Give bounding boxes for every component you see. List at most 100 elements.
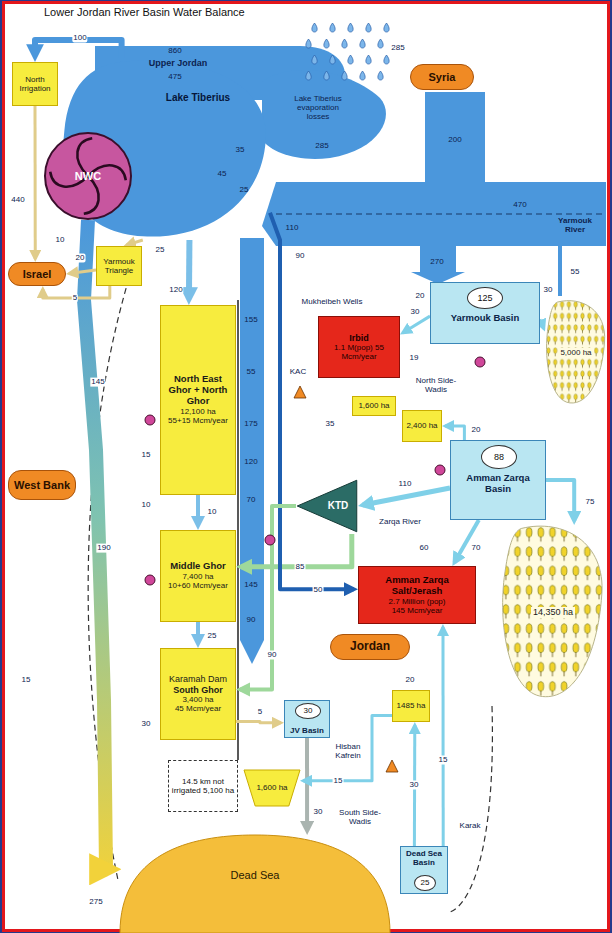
flow-arrow (196, 495, 200, 526)
flow-value: 15 (21, 676, 32, 685)
flow-value: 55 (246, 368, 257, 377)
flow-value: 35 (325, 420, 336, 429)
flow-value: 20 (415, 292, 426, 301)
flow-value: 145 (90, 378, 105, 387)
dead-sea: Dead Sea (120, 835, 390, 933)
basin-boundary (276, 213, 606, 214)
basin-box: Dead Sea Basin25 (400, 846, 448, 894)
flow-value: 45 (217, 170, 228, 179)
border-line (237, 300, 239, 760)
flow-value: 35 (235, 146, 246, 155)
flow-value: 120 (168, 286, 183, 295)
water-drop (330, 23, 335, 32)
place-label: Upper Jordan (148, 59, 209, 69)
flow-value: 275 (88, 898, 103, 907)
node-detail: 10+60 Mcm/year (168, 581, 228, 590)
kac-channel (240, 238, 264, 664)
flow-value: 10 (55, 236, 66, 245)
flow-value: 60 (419, 544, 430, 553)
place-label: KAC (289, 368, 307, 377)
flow-arrow (540, 319, 544, 329)
basin-box: Amman Zarqa Basin88 (450, 440, 546, 520)
flow-value: 100 (72, 34, 87, 43)
flow-value: 30 (313, 808, 324, 817)
flow-value: 20 (471, 426, 482, 435)
flow-arrow (35, 40, 122, 58)
node-detail: 55+15 Mcm/year (168, 416, 228, 425)
place-label: Mukheibeh Wells (289, 298, 375, 307)
irrigation-area: North East Ghor + North Ghor12,100 ha55+… (160, 305, 236, 495)
country-label: West Bank (8, 470, 76, 500)
place-label: South Side-Wadis (333, 809, 387, 827)
place-label: Hisban Kafrein (330, 743, 366, 761)
node-title: 1485 ha (397, 701, 426, 710)
irrigation-area: 2,400 ha (402, 410, 442, 442)
water-drop (366, 23, 371, 32)
orchard-area: 14,350 ha (500, 525, 606, 700)
node-title: Syria (429, 71, 456, 84)
flow-value: 90 (246, 616, 257, 625)
water-drop (306, 71, 311, 80)
node-title: Israel (23, 268, 52, 281)
node-title: Amman Zarqa Salt/Jerash (361, 575, 473, 597)
node-title: 14.5 km not irrigated 5,100 ha (171, 777, 235, 795)
basin-box: Yarmouk Basin 125 (430, 282, 540, 344)
irrigation-area: 1485 ha (392, 690, 430, 722)
water-drop (312, 55, 317, 64)
node-title: 14,350 ha (531, 607, 575, 617)
node-detail: 3,400 ha (182, 695, 213, 704)
node-title: 25 (421, 878, 430, 887)
flow-value: 20 (405, 676, 416, 685)
irrigation-area: 1,600 ha (352, 396, 396, 416)
water-drop (324, 71, 329, 80)
flow-value: 145 (243, 581, 258, 590)
basin-number: 88 (481, 445, 517, 469)
water-drop (378, 71, 383, 80)
flow-value: 15 (141, 451, 152, 460)
flow-arrow (126, 240, 142, 245)
flow-arrow (546, 480, 574, 521)
flow-value: 30 (409, 781, 420, 790)
flow-value: 155 (243, 316, 258, 325)
flow-value: 20 (75, 254, 86, 263)
node-title: 1,600 ha (358, 401, 389, 410)
node-title: 88 (494, 452, 504, 462)
node-title: 125 (477, 293, 492, 303)
flow-value: 440 (10, 196, 25, 205)
trap-shape (244, 770, 300, 806)
flow-arrow (240, 506, 296, 689)
node-detail: 2.7 Million (pop) (389, 597, 446, 606)
unirrigated-strip: 14.5 km not irrigated 5,100 ha (168, 760, 238, 812)
node-title: Yarmouk Basin (451, 313, 520, 324)
flow-arrow (270, 213, 354, 590)
node-title: Lake Tiberius (166, 92, 230, 104)
irrigation-area: Karamah DamSouth Ghor3,400 ha45 Mcm/year (160, 648, 236, 740)
basin-boundary (450, 706, 492, 912)
flow-value: 470 (512, 201, 527, 210)
flow-arrow (403, 316, 430, 333)
node-detail: 1.1 M(pop) 55 Mcm/year (321, 343, 397, 361)
flow-value: 85 (295, 563, 306, 572)
water-drop (348, 55, 353, 64)
flow-value: 15 (333, 777, 344, 786)
orchard-area: 5,000 ha (545, 300, 607, 405)
node-title: 30 (304, 706, 313, 715)
node-title: Middle Ghor (170, 561, 225, 572)
tri-outline (296, 478, 358, 534)
nwc-carrier: NWC (44, 132, 132, 220)
node-detail: 145 Mcm/year (392, 606, 443, 615)
water-drop (324, 39, 329, 48)
flow-value: 5 (257, 708, 263, 717)
water-drop (342, 39, 347, 48)
flow-arrow (196, 622, 200, 644)
place-label: Yarmouk River (548, 217, 602, 235)
flow-value: 270 (429, 258, 444, 267)
yarmouk-river-band (262, 182, 606, 246)
node-detail: 7,400 ha (182, 572, 213, 581)
diagram-title: Lower Jordan River Basin Water Balance (44, 6, 245, 18)
flow-value: 10 (141, 501, 152, 510)
reservoir-dam: KTD (296, 478, 358, 534)
basin-number: 125 (467, 287, 503, 309)
water-drop (360, 71, 365, 80)
